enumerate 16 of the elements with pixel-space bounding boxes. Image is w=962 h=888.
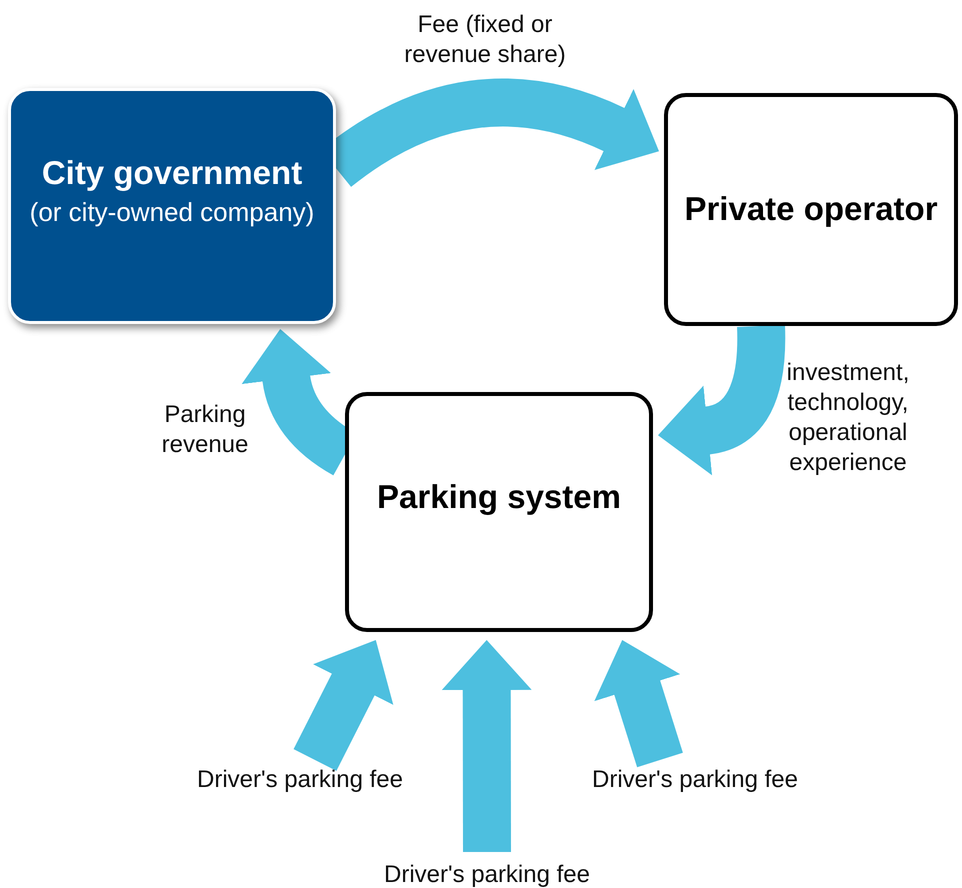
- process-box: [345, 392, 653, 632]
- process-box: [664, 93, 958, 326]
- edge-label: Parking revenue: [160, 400, 250, 460]
- edge-label: Driver's parking fee: [196, 765, 404, 795]
- edge-label: investment, technology, operational experience: [786, 358, 910, 478]
- node-title: Parking system: [377, 476, 621, 517]
- node-title: Private operator: [684, 189, 938, 230]
- node-subtitle: (or city-owned company): [30, 196, 314, 229]
- node-title: City government: [42, 153, 302, 193]
- arrow: [442, 640, 532, 852]
- edge-label: Fee (fixed or revenue share): [403, 10, 567, 70]
- process-box: [8, 88, 336, 324]
- arrow: [294, 640, 394, 771]
- arrow: [594, 640, 683, 768]
- edge-label: Driver's parking fee: [383, 860, 591, 888]
- edge-label: Driver's parking fee: [591, 765, 799, 795]
